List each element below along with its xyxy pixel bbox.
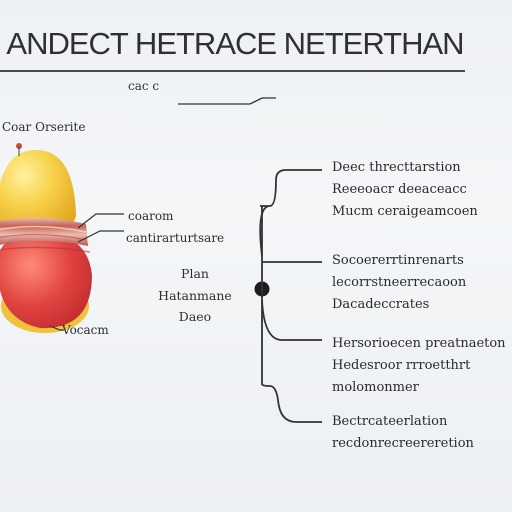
egg-red-body — [0, 232, 92, 329]
branch-1-line-2: Reeeoacr deeaceacc — [332, 182, 467, 197]
title-underline — [0, 70, 465, 72]
branch-3-line-2: Hedesroor rrroetthrt — [332, 358, 471, 373]
branch-4-text: Bectrcateerlation recdonrecreereretion — [332, 411, 474, 455]
center-label-line1: Plan — [181, 266, 209, 281]
branch-4-line-2: recdonrecreereretion — [332, 436, 474, 451]
egg-label-cantirar: cantirarturtsare — [126, 231, 225, 245]
branch-2-line-2: lecorrstneerrecaoon — [332, 275, 467, 290]
branch-1-text: Deec threcttarstion Reeeoacr deeaceacc M… — [332, 157, 478, 223]
branch-4-line-1: Bectrcateerlation — [332, 414, 448, 429]
branch-connector-4 — [269, 385, 322, 423]
diagram-subtitle: cac c — [128, 79, 160, 93]
branch-1-line-1: Deec threcttarstion — [332, 160, 461, 175]
egg-label-coarom: coarom — [128, 209, 174, 223]
branch-3-line-3: molomonmer — [332, 380, 419, 395]
egg-membrane-band — [0, 217, 88, 246]
center-label-line2: Hatanmane — [158, 288, 232, 303]
branch-3-text: Hersorioecen preatnaeton Hedesroor rrroe… — [332, 333, 506, 399]
branch-connector-3 — [261, 299, 322, 341]
leader-line-coarom — [77, 213, 124, 229]
branch-2-line-3: Dacadeccrates — [332, 297, 430, 312]
branch-2-text: Socoererrtinrenarts lecorrstneerrecaoon … — [332, 250, 466, 316]
egg-label-top: Coar Orserite — [2, 120, 86, 134]
egg-label-vocacm: Vocacm — [62, 323, 109, 337]
tree-trunk — [261, 282, 271, 387]
egg-illustration — [0, 150, 92, 333]
branch-2-line-1: Socoererrtinrenarts — [332, 253, 464, 268]
subtitle-underline — [178, 97, 276, 105]
egg-yellow-top — [0, 150, 76, 234]
branch-connector-1 — [269, 169, 322, 207]
leader-line-vocacm — [49, 325, 64, 331]
leader-line-cantirar — [77, 230, 124, 243]
branch-3-line-1: Hersorioecen preatnaeton — [332, 336, 506, 351]
diagram-title: ANDECT HETRACE NETERTHAN — [6, 26, 464, 61]
branch-1-line-3: Mucm ceraigeamcoen — [332, 204, 478, 219]
center-label-line3: Daeo — [178, 309, 212, 324]
